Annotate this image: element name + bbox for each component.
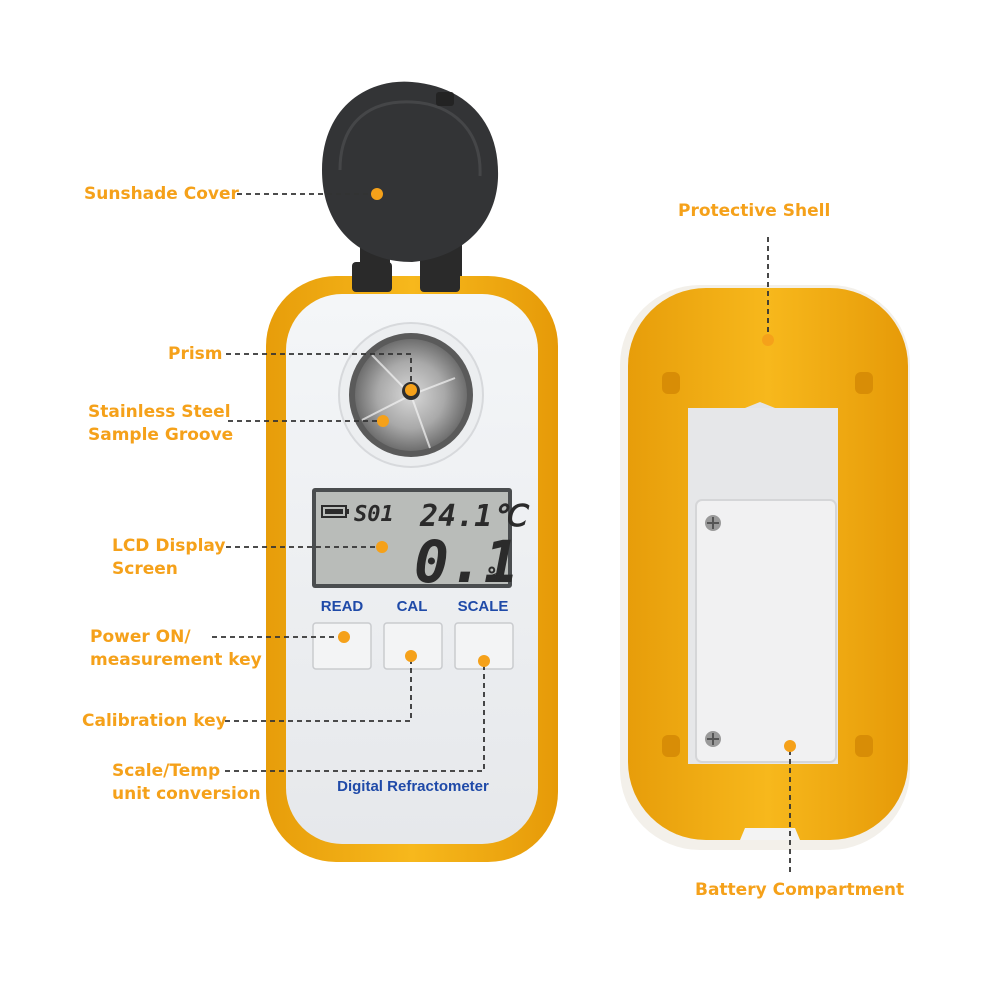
cal-button[interactable] xyxy=(383,622,443,670)
label-power-key: Power ON/ measurement key xyxy=(90,627,262,670)
read-button-label: READ xyxy=(321,598,364,615)
brand-text: Digital Refractometer xyxy=(337,778,489,795)
label-prism: Prism xyxy=(168,344,223,364)
read-button[interactable] xyxy=(312,622,372,670)
label-battery-compartment: Battery Compartment xyxy=(695,880,905,900)
label-scale-temp: Scale/Temp unit conversion xyxy=(112,761,261,804)
lcd-display: S01 24.1℃ 0.1 % xyxy=(312,488,530,596)
label-protective-shell: Protective Shell xyxy=(678,201,831,221)
lcd-unit: % xyxy=(488,563,502,588)
callout-lines xyxy=(212,193,791,872)
sunshade-cover xyxy=(322,81,499,295)
label-sample-groove: Stainless Steel Sample Groove xyxy=(88,402,234,445)
battery-icon xyxy=(321,505,349,518)
lcd-reading: 0.1 xyxy=(414,528,519,596)
refractometer-front: S01 24.1℃ 0.1 % READ CAL SCALE Digital R… xyxy=(266,262,558,862)
label-sunshade-cover: Sunshade Cover xyxy=(84,184,239,204)
refractometer-back xyxy=(620,285,910,850)
lcd-temperature: 24.1℃ xyxy=(419,499,530,534)
label-calibration-key: Calibration key xyxy=(82,711,227,731)
callout-dots xyxy=(338,188,796,752)
label-lcd-display: LCD Display Screen xyxy=(112,536,226,579)
cal-button-label: CAL xyxy=(397,598,428,615)
battery-compartment xyxy=(688,402,838,764)
scale-button-label: SCALE xyxy=(458,598,509,615)
lcd-mode: S01 xyxy=(354,502,394,527)
